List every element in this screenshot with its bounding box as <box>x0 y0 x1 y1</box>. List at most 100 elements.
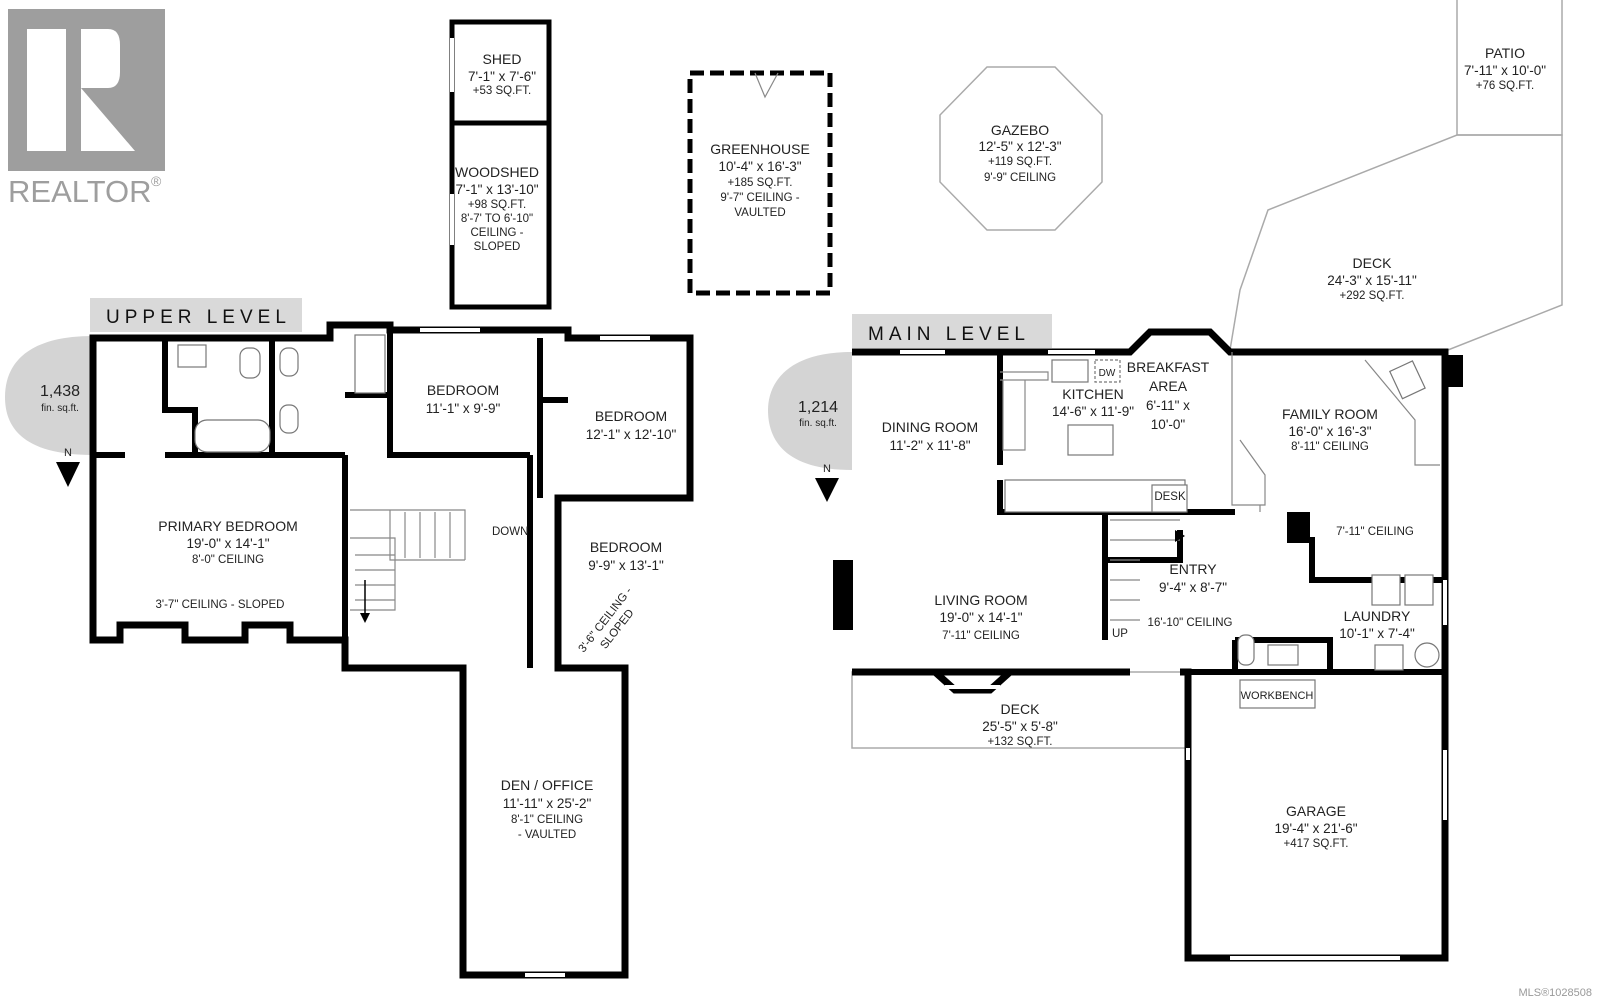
room-bedroom-3: BEDROOM 9'-9" x 13'-1" 3'-6" CEILING - S… <box>577 539 664 655</box>
svg-text:7'-11" x 10'-0": 7'-11" x 10'-0" <box>1464 63 1546 78</box>
main-sqft-value: 1,214 <box>798 399 838 416</box>
svg-text:- VAULTED: - VAULTED <box>518 829 576 841</box>
gazebo-outline <box>939 66 1103 231</box>
room-den-office: DEN / OFFICE 11'-11" x 25'-2" 8'-1" CEIL… <box>501 777 594 841</box>
shed-outline <box>449 19 552 310</box>
svg-text:3'-7" CEILING - SLOPED: 3'-7" CEILING - SLOPED <box>156 599 285 611</box>
svg-text:7'-11" CEILING: 7'-11" CEILING <box>942 630 1020 642</box>
room-breakfast-area: BREAKFAST AREA 6'-11" x 10'-0" <box>1127 359 1210 432</box>
upper-sqft-value: 1,438 <box>40 383 80 400</box>
svg-text:SHED: SHED <box>483 51 522 67</box>
room-kitchen: KITCHEN 14'-6" x 11'-9" DW DESK <box>1052 368 1186 503</box>
room-family: FAMILY ROOM 16'-0" x 16'-3" 8'-11" CEILI… <box>1282 406 1378 453</box>
svg-text:25'-5" x 5'-8": 25'-5" x 5'-8" <box>982 719 1058 734</box>
svg-text:GAZEBO: GAZEBO <box>991 122 1049 138</box>
north-arrow-icon <box>815 478 839 502</box>
svg-text:+76 SQ.FT.: +76 SQ.FT. <box>1476 80 1534 92</box>
svg-text:+132 SQ.FT.: +132 SQ.FT. <box>988 736 1053 748</box>
svg-text:7'-1" x 7'-6": 7'-1" x 7'-6" <box>468 69 536 84</box>
svg-text:9'-7" CEILING -: 9'-7" CEILING - <box>720 192 799 204</box>
svg-text:+98 SQ.FT.: +98 SQ.FT. <box>468 199 526 211</box>
room-dining: DINING ROOM 11'-2" x 11'-8" <box>882 419 978 453</box>
svg-text:KITCHEN: KITCHEN <box>1062 386 1123 402</box>
svg-text:AREA: AREA <box>1149 378 1188 394</box>
upper-level-label: UPPER LEVEL <box>106 307 291 328</box>
room-laundry: LAUNDRY 10'-1" x 7'-4" <box>1339 608 1415 641</box>
svg-text:16'-0" x 16'-3": 16'-0" x 16'-3" <box>1288 424 1371 439</box>
svg-text:19'-0" x 14'-1": 19'-0" x 14'-1" <box>939 610 1022 625</box>
svg-text:8'-7' TO 6'-10": 8'-7' TO 6'-10" <box>461 213 533 225</box>
room-bedroom-2: BEDROOM 12'-1" x 12'-10" <box>586 408 677 442</box>
svg-text:9'-9" CEILING: 9'-9" CEILING <box>984 172 1056 184</box>
room-bedroom-1: BEDROOM 11'-1" x 9'-9" <box>426 382 501 416</box>
svg-text:+119 SQ.FT.: +119 SQ.FT. <box>988 156 1052 168</box>
registered-mark: ® <box>151 173 162 189</box>
svg-text:PATIO: PATIO <box>1485 45 1525 61</box>
room-entry: ENTRY 9'-4" x 8'-7" 16'-10" CEILING <box>1148 561 1233 629</box>
upper-deck-outline <box>1229 134 1563 351</box>
upper-sqft-badge: 1,438 fin. sq.ft. N <box>5 336 93 487</box>
svg-text:6'-11" x: 6'-11" x <box>1146 398 1190 413</box>
svg-text:LIVING ROOM: LIVING ROOM <box>934 592 1027 608</box>
svg-text:BEDROOM: BEDROOM <box>427 382 499 398</box>
svg-text:LAUNDRY: LAUNDRY <box>1344 608 1411 624</box>
stairs-down-label: DOWN <box>492 526 528 538</box>
svg-text:ENTRY: ENTRY <box>1169 561 1217 577</box>
main-sqft-unit: fin. sq.ft. <box>799 418 837 429</box>
svg-text:PRIMARY BEDROOM: PRIMARY BEDROOM <box>158 518 298 534</box>
workbench-label: WORKBENCH <box>1241 690 1314 702</box>
svg-text:CEILING -: CEILING - <box>470 227 523 239</box>
upper-level-walls <box>89 321 694 979</box>
svg-text:DEN / OFFICE: DEN / OFFICE <box>501 777 594 793</box>
upper-level-tag <box>90 298 302 332</box>
svg-text:8'-1" CEILING: 8'-1" CEILING <box>511 814 583 826</box>
svg-text:24'-3" x 15'-11": 24'-3" x 15'-11" <box>1327 273 1417 288</box>
main-level-tag <box>852 314 1052 348</box>
shed-label: SHED 7'-1" x 7'-6" +53 SQ.FT. <box>468 51 536 97</box>
svg-text:8'-11" CEILING: 8'-11" CEILING <box>1291 441 1369 453</box>
svg-text:BEDROOM: BEDROOM <box>590 539 662 555</box>
svg-text:12'-5" x 12'-3": 12'-5" x 12'-3" <box>978 139 1061 154</box>
svg-text:VAULTED: VAULTED <box>734 207 785 219</box>
svg-text:BREAKFAST: BREAKFAST <box>1127 359 1210 375</box>
svg-text:DINING ROOM: DINING ROOM <box>882 419 978 435</box>
svg-text:10'-1" x 7'-4": 10'-1" x 7'-4" <box>1339 626 1415 641</box>
main-north-label: N <box>823 463 831 475</box>
svg-text:DECK: DECK <box>1353 255 1393 271</box>
svg-text:14'-6" x 11'-9": 14'-6" x 11'-9" <box>1052 404 1134 419</box>
room-primary-bedroom: PRIMARY BEDROOM 19'-0" x 14'-1" 8'-0" CE… <box>156 518 298 611</box>
svg-text:GREENHOUSE: GREENHOUSE <box>710 141 810 157</box>
upper-sqft-unit: fin. sq.ft. <box>41 403 79 414</box>
room-garage: GARAGE 19'-4" x 21'-6" +417 SQ.FT. <box>1274 803 1357 850</box>
svg-text:+53 SQ.FT.: +53 SQ.FT. <box>473 85 531 97</box>
svg-text:10'-0": 10'-0" <box>1151 417 1186 432</box>
svg-text:8'-0" CEILING: 8'-0" CEILING <box>192 554 264 566</box>
svg-text:9'-4" x 8'-7": 9'-4" x 8'-7" <box>1159 580 1227 595</box>
svg-text:+185 SQ.FT.: +185 SQ.FT. <box>728 177 793 189</box>
upper-deck-label: DECK 24'-3" x 15'-11" +292 SQ.FT. <box>1327 255 1417 302</box>
svg-text:19'-0" x 14'-1": 19'-0" x 14'-1" <box>186 536 269 551</box>
svg-text:WOODSHED: WOODSHED <box>455 164 539 180</box>
svg-text:11'-2" x 11'-8": 11'-2" x 11'-8" <box>889 438 970 453</box>
upper-north-label: N <box>64 447 72 459</box>
svg-text:GARAGE: GARAGE <box>1286 803 1346 819</box>
north-arrow-icon <box>56 462 80 487</box>
dishwasher-label: DW <box>1099 368 1116 379</box>
main-level-label: MAIN LEVEL <box>868 324 1030 345</box>
svg-text:16'-10" CEILING: 16'-10" CEILING <box>1148 617 1233 629</box>
realtor-logo: REALTOR ® <box>8 9 165 209</box>
realtor-wordmark: REALTOR <box>8 174 152 209</box>
svg-text:12'-1" x 12'-10": 12'-1" x 12'-10" <box>586 427 677 442</box>
desk-label: DESK <box>1154 491 1186 503</box>
svg-text:19'-4" x 21'-6": 19'-4" x 21'-6" <box>1274 821 1357 836</box>
room-living: LIVING ROOM 19'-0" x 14'-1" 7'-11" CEILI… <box>934 592 1027 642</box>
svg-text:BEDROOM: BEDROOM <box>595 408 667 424</box>
svg-text:+292 SQ.FT.: +292 SQ.FT. <box>1340 290 1405 302</box>
gazebo-label: GAZEBO 12'-5" x 12'-3" +119 SQ.FT. 9'-9"… <box>978 122 1061 184</box>
svg-text:7'-1" x 13'-10": 7'-1" x 13'-10" <box>455 182 538 197</box>
svg-text:10'-4" x 16'-3": 10'-4" x 16'-3" <box>718 159 801 174</box>
svg-text:DECK: DECK <box>1001 701 1041 717</box>
main-sqft-badge: 1,214 fin. sq.ft. N <box>768 352 852 502</box>
greenhouse-outline <box>687 70 833 296</box>
